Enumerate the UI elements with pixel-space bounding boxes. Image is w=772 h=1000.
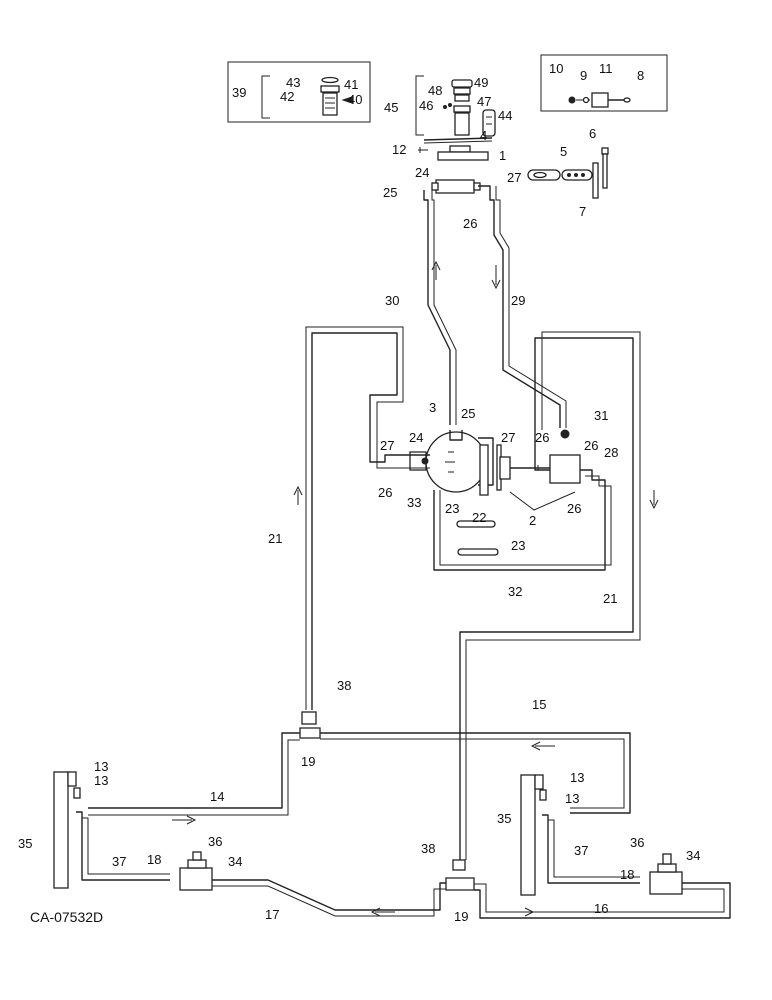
valve-parts-inset: [568, 92, 631, 108]
callout-24-mid: 24: [409, 430, 423, 445]
callout-36-left: 36: [208, 834, 222, 849]
callout-26-top: 26: [463, 216, 477, 231]
callout-26-valve: 26: [567, 501, 581, 516]
pump: [425, 431, 487, 493]
callout-24-top: 24: [415, 165, 429, 180]
callout-3: 3: [429, 400, 436, 415]
callout-23-bottom: 23: [511, 538, 525, 553]
callout-2: 2: [529, 513, 536, 528]
callout-42: 42: [280, 89, 294, 104]
callout-25-mid: 25: [461, 406, 475, 421]
callout-18-left: 18: [147, 852, 161, 867]
callout-34-left: 34: [228, 854, 242, 869]
callout-25-top: 25: [383, 185, 397, 200]
callout-17: 17: [265, 907, 279, 922]
callout-27-left: 27: [380, 438, 394, 453]
callout-13-c: 13: [570, 770, 584, 785]
callout-15: 15: [532, 697, 546, 712]
callout-23-top: 23: [445, 501, 459, 516]
callout-45: 45: [384, 100, 398, 115]
callout-26-right: 26: [535, 430, 549, 445]
callout-16: 16: [594, 901, 608, 916]
callout-19-top: 19: [301, 754, 315, 769]
callout-19-bottom: 19: [454, 909, 468, 924]
callout-43: 43: [286, 75, 300, 90]
callouts: 49 48 47 46 45 44 43 42 41 40 39 10 9 11…: [18, 61, 700, 924]
bracket-45: [415, 75, 424, 136]
callout-47: 47: [477, 94, 491, 109]
callout-10: 10: [549, 61, 563, 76]
callout-38-top: 38: [337, 678, 351, 693]
callout-48: 48: [428, 83, 442, 98]
callout-18-right: 18: [620, 867, 634, 882]
inset-box-right: [540, 54, 668, 112]
callout-11: 11: [599, 61, 613, 76]
callout-29: 29: [511, 293, 525, 308]
bracket-39: [261, 75, 270, 119]
filter-parts-inset: [320, 76, 353, 116]
callout-26-left: 26: [378, 485, 392, 500]
callout-35-left: 35: [18, 836, 32, 851]
callout-34-right: 34: [686, 848, 700, 863]
callout-36-right: 36: [630, 835, 644, 850]
callout-7: 7: [579, 204, 586, 219]
callout-13-d: 13: [565, 791, 579, 806]
callout-49: 49: [474, 75, 488, 90]
callout-33: 33: [407, 495, 421, 510]
callout-41: 41: [344, 77, 358, 92]
callout-28: 28: [604, 445, 618, 460]
callout-31: 31: [594, 408, 608, 423]
callout-14: 14: [210, 789, 224, 804]
callout-27-right: 27: [501, 430, 515, 445]
callout-30: 30: [385, 293, 399, 308]
callout-8: 8: [637, 68, 644, 83]
callout-21-right: 21: [603, 591, 617, 606]
callout-40: 40: [348, 92, 362, 107]
callout-6: 6: [589, 126, 596, 141]
callout-4: 4: [480, 128, 487, 143]
reference-code: CA-07532D: [30, 909, 103, 925]
callout-5: 5: [560, 144, 567, 159]
steering-cylinder-right: [520, 774, 536, 896]
steering-cylinder-left: [53, 771, 69, 889]
callout-35-right: 35: [497, 811, 511, 826]
control-valve-assembly: [418, 79, 496, 194]
flow-arrows: [172, 260, 659, 917]
callout-27-top: 27: [507, 170, 521, 185]
callout-38-bottom: 38: [421, 841, 435, 856]
callout-9: 9: [580, 68, 587, 83]
callout-46: 46: [419, 98, 433, 113]
callout-44: 44: [498, 108, 512, 123]
callout-32: 32: [508, 584, 522, 599]
callout-21-left: 21: [268, 531, 282, 546]
inset-box-left: [227, 61, 371, 123]
callout-13-b: 13: [94, 773, 108, 788]
callout-13-a: 13: [94, 759, 108, 774]
callout-1: 1: [499, 148, 506, 163]
callout-37-left: 37: [112, 854, 126, 869]
callout-12: 12: [392, 142, 406, 157]
bracket-and-bolts: [527, 147, 609, 199]
callout-37-right: 37: [574, 843, 588, 858]
callout-26-far: 26: [584, 438, 598, 453]
callout-39: 39: [232, 85, 246, 100]
callout-22: 22: [472, 510, 486, 525]
